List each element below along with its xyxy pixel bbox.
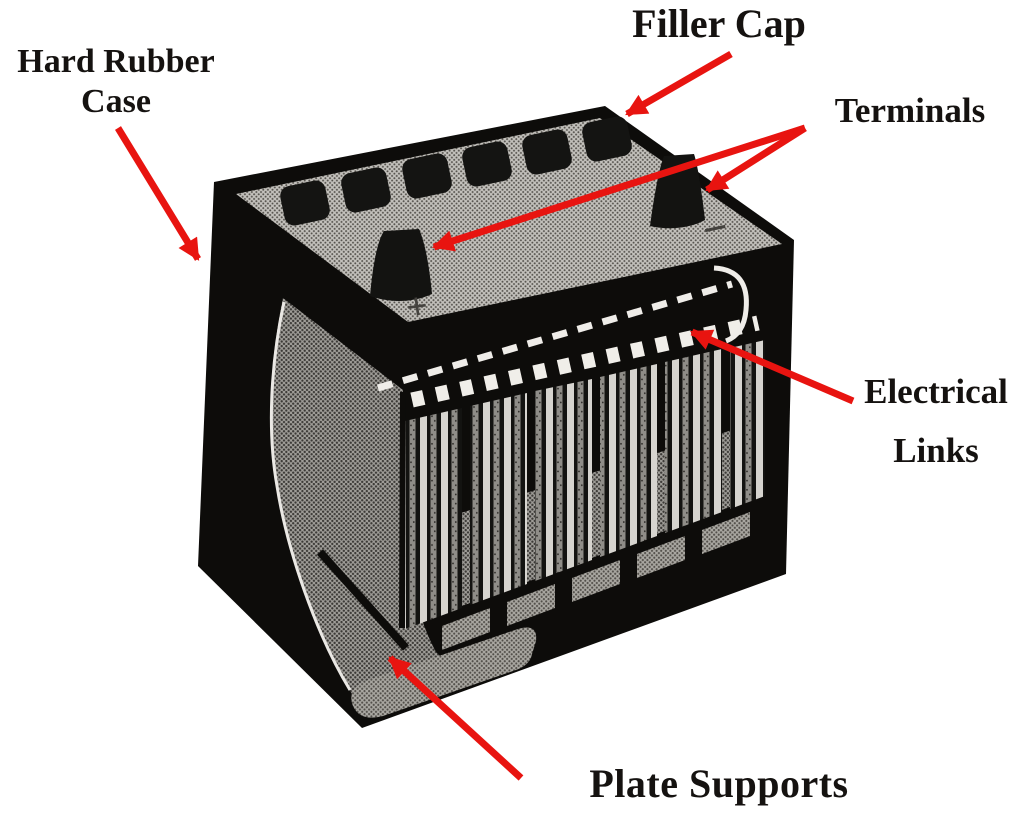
arrow-electrical-links	[690, 328, 855, 405]
label-terminals: Terminals	[834, 91, 986, 130]
plate-group	[405, 408, 462, 629]
link-bar-end-arc	[713, 265, 749, 344]
plate-supports-row	[351, 512, 750, 718]
terminal-positive	[370, 229, 432, 302]
support-block	[702, 512, 750, 554]
label-hard-rubber-case-line1: Hard Rubber	[17, 43, 215, 80]
link-bar-dashes	[377, 280, 733, 392]
plate-top-tabs	[410, 315, 760, 408]
filler-cap	[280, 180, 330, 226]
support-block	[572, 560, 620, 602]
floor-ridge	[317, 549, 409, 651]
filler-cap	[341, 167, 391, 213]
electrical-links-bar	[377, 265, 760, 408]
label-filler-cap: Filler Cap	[632, 1, 806, 46]
plate-group	[665, 349, 722, 533]
support-block	[442, 608, 490, 650]
filler-caps	[280, 116, 632, 226]
support-rail	[351, 627, 537, 718]
plate-group	[730, 340, 765, 509]
arrow-plate-supports	[387, 655, 524, 781]
arrow-terminal-rear	[705, 125, 807, 193]
filler-cap	[522, 129, 572, 175]
plate-group	[535, 379, 592, 581]
inner-wall-highlight	[269, 301, 352, 691]
filler-cap	[462, 141, 512, 187]
arrow-terminal-front	[431, 124, 807, 252]
plate-group	[470, 393, 527, 605]
label-hard-rubber-case: Hard Rubber Case	[0, 42, 232, 122]
cell-plates	[405, 340, 765, 629]
label-hard-rubber-case-line2: Case	[81, 83, 151, 121]
filler-cap	[582, 116, 632, 162]
interior-cutaway	[269, 265, 765, 718]
arrow-hard-rubber-case	[115, 126, 201, 261]
wall-plate-shadow	[399, 391, 406, 629]
leader-arrows	[115, 50, 855, 781]
label-electrical-links: Electrical Links	[826, 362, 1024, 480]
label-plate-supports: Plate Supports	[589, 761, 849, 806]
filler-cap	[402, 153, 452, 199]
label-electrical-links-line1: Electrical	[864, 372, 1008, 411]
support-block	[637, 536, 685, 578]
support-block	[507, 584, 555, 626]
plate-group	[600, 364, 657, 557]
arrow-filler-cap	[625, 50, 733, 118]
label-electrical-links-line2: Links	[893, 431, 979, 470]
